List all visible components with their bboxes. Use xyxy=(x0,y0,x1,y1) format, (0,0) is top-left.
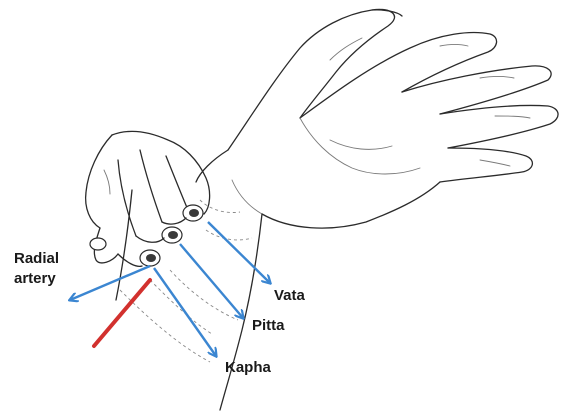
vata-arrow xyxy=(208,222,270,283)
kapha-label: Kapha xyxy=(225,359,272,376)
pitta-label: Pitta xyxy=(252,317,285,334)
hand-drawing xyxy=(86,9,558,410)
vata-label: Vata xyxy=(274,287,306,304)
radial-artery-label-line1: Radial xyxy=(14,250,59,267)
kapha-arrow xyxy=(154,268,216,356)
radial-artery-label-line2: artery xyxy=(14,270,56,287)
pitta-arrow xyxy=(180,244,243,318)
radial-artery-line xyxy=(94,280,150,346)
